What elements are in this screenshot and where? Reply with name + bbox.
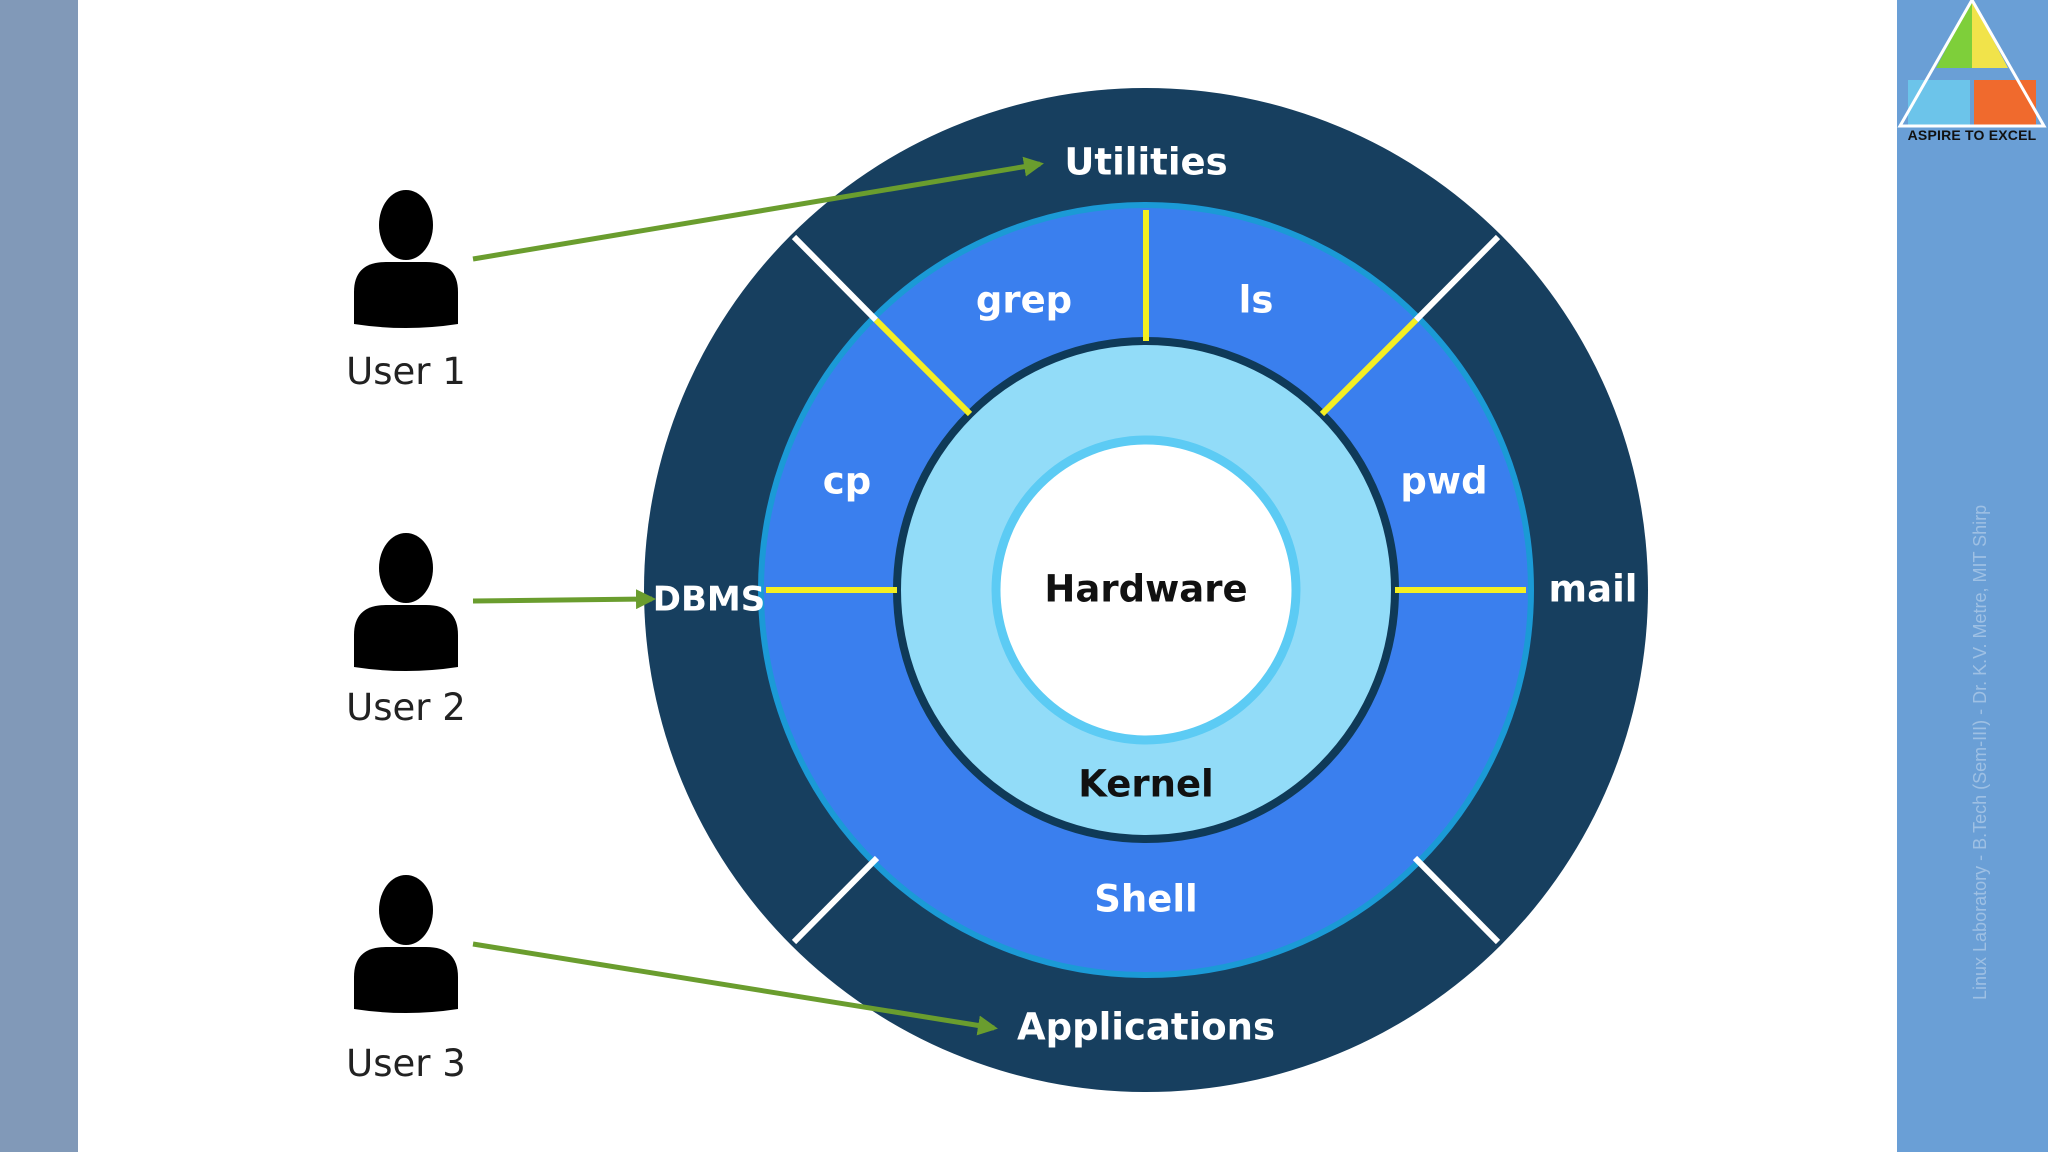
divider-upper-right (1319, 317, 1419, 417)
outer-dividers (791, 234, 1501, 945)
left-border-strip (0, 0, 78, 1152)
logo-caption: ASPIRE TO EXCEL (1907, 127, 2037, 143)
divider-bottom-right (1412, 855, 1501, 945)
label-kernel: Kernel (1078, 763, 1213, 806)
aspire-logo (1897, 0, 2047, 128)
label-mail: mail (1549, 568, 1638, 611)
label-pwd: pwd (1400, 460, 1487, 503)
divider-bottom-left (791, 855, 880, 945)
divider-top-left (791, 234, 879, 323)
arrow-user2-dbms (472, 589, 656, 610)
hardware-core (991, 435, 1301, 745)
label-dbms: DBMS (653, 580, 765, 620)
user-1-icon (354, 190, 458, 328)
user-2-label: User 2 (346, 686, 466, 729)
label-hardware: Hardware (1044, 568, 1247, 611)
label-cp: cp (823, 460, 871, 503)
user-2-icon (354, 533, 458, 671)
user-1-label: User 1 (346, 350, 466, 393)
user-3-icon (354, 875, 458, 1013)
arrow-user3-applications (472, 941, 998, 1036)
user-arrows (472, 156, 1044, 1036)
label-grep: grep (976, 279, 1072, 322)
divider-top-right (1413, 234, 1501, 323)
divider-upper-left (873, 317, 973, 417)
arrow-user1-utilities (472, 156, 1044, 262)
label-utilities: Utilities (1064, 141, 1227, 184)
user-3-label: User 3 (346, 1042, 466, 1085)
label-ls: ls (1239, 279, 1274, 322)
shell-dividers (766, 210, 1526, 593)
right-border-strip (1897, 0, 2048, 1152)
label-applications: Applications (1017, 1006, 1275, 1049)
label-shell: Shell (1094, 878, 1197, 921)
